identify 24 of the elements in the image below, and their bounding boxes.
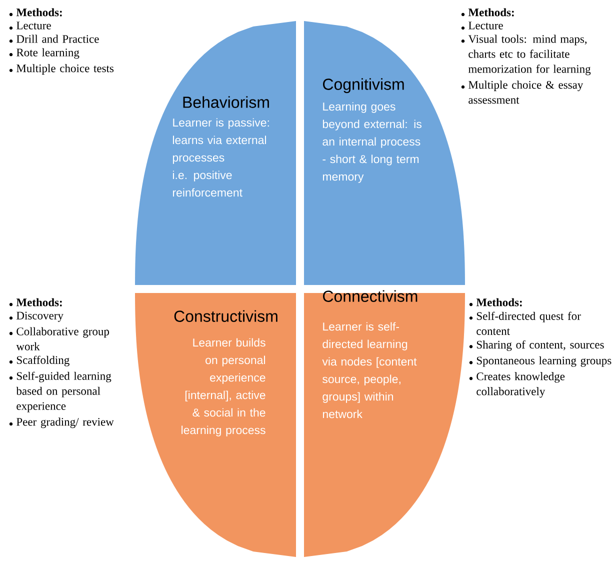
list-item: Methods: [16, 298, 62, 306]
quadrant: Constructivism Learner builds on personal experience [internal], active & social in the learning process [135, 293, 296, 557]
quadrant: Behaviorism Learner is passive: learns via external processes i.e. positive reinforcement [135, 21, 296, 285]
quadrant: Cognitivism Learning goes beyond external: is an internal process - short & long term memory [304, 21, 465, 285]
list-item: Multiple choice & essay assessment [468, 80, 584, 104]
list-item: Peer grading/ review [16, 418, 114, 428]
list-item: Creates knowledge collaboratively [476, 372, 565, 398]
list-item: Scaffolding [16, 356, 70, 366]
list-item: Collaborative group work [16, 327, 110, 350]
list-item: Drill and Practice [16, 34, 99, 43]
list-item: Spontaneous learning groups [476, 356, 612, 367]
list-item: Methods: [16, 8, 62, 16]
list-item: Discovery [16, 312, 64, 322]
list-item: Self-directed quest for content [476, 312, 581, 335]
list-item: Methods: [468, 8, 514, 16]
list-item: Multiple choice tests [16, 64, 114, 75]
list-item: Lecture [468, 22, 503, 30]
list-item: Visual tools: mind maps, charts etc to facilitate memorization for learning [468, 34, 591, 76]
list-item: Methods: [476, 298, 522, 306]
list-item: Rote learning [16, 48, 80, 59]
list-item: Lecture [16, 22, 51, 30]
list-item: Self-guided learning based on personal experience [16, 372, 112, 412]
quadrant: Connectivism Learner is self-directed learning via nodes [content source, people, groups] within network [304, 290, 465, 557]
list-item: Sharing of content, sources [476, 340, 604, 351]
